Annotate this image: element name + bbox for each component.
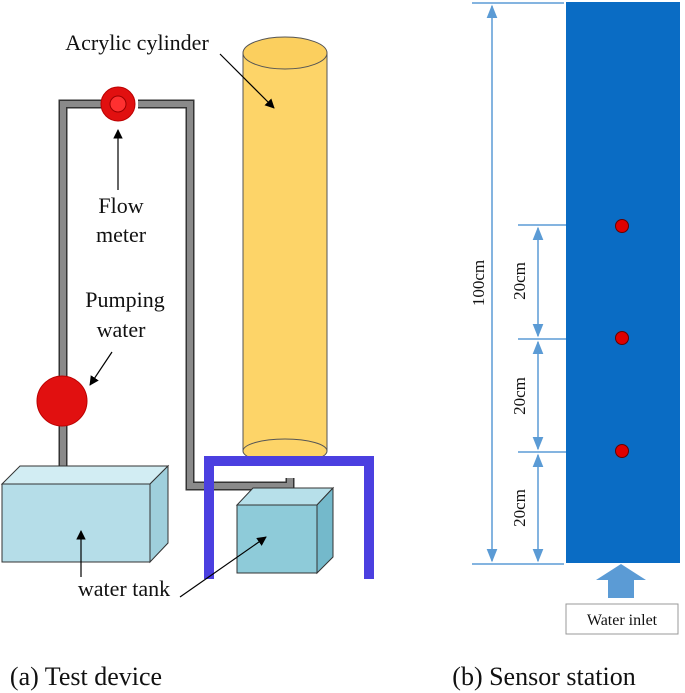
arrow-acrylic [219, 53, 275, 109]
sensor-middle [615, 331, 629, 345]
water-column [566, 2, 680, 563]
acrylic-cylinder [242, 36, 328, 464]
cylinder-stand [204, 456, 374, 579]
label-water-inlet: Water inlet [587, 612, 658, 629]
label-20cm-bottom: 20cm [510, 489, 529, 527]
dimension-spacing [518, 224, 566, 563]
label-20cm-middle: 20cm [510, 377, 529, 415]
label-water: water [97, 317, 147, 342]
caption-b: (b) Sensor station [452, 662, 635, 691]
pipe-network [58, 99, 295, 491]
water-tank [0, 464, 170, 564]
dimension-total [472, 2, 564, 565]
label-100cm: 100cm [469, 260, 488, 306]
arrow-pumping [89, 351, 113, 386]
label-20cm-top: 20cm [510, 262, 529, 300]
label-flow: Flow [98, 193, 143, 218]
caption-a: (a) Test device [10, 662, 162, 691]
flow-meter [100, 86, 136, 122]
panel-b: 100cm 20cm 20cm 20cm Water inlet (b) Sen… [452, 2, 680, 691]
inlet-arrow [596, 564, 646, 598]
label-water-tank: water tank [78, 576, 170, 601]
sensor-top [615, 219, 629, 233]
label-pumping: Pumping [85, 287, 164, 312]
arrow-small-tank [179, 536, 267, 598]
inlet-label-box [565, 603, 679, 635]
sensor-bottom [615, 444, 629, 458]
panel-a: Acrylic cylinder Flow meter Pumping wate… [0, 30, 374, 691]
small-tank [235, 486, 335, 575]
pump [36, 375, 88, 427]
label-acrylic-cylinder: Acrylic cylinder [65, 30, 209, 55]
label-meter: meter [96, 222, 147, 247]
